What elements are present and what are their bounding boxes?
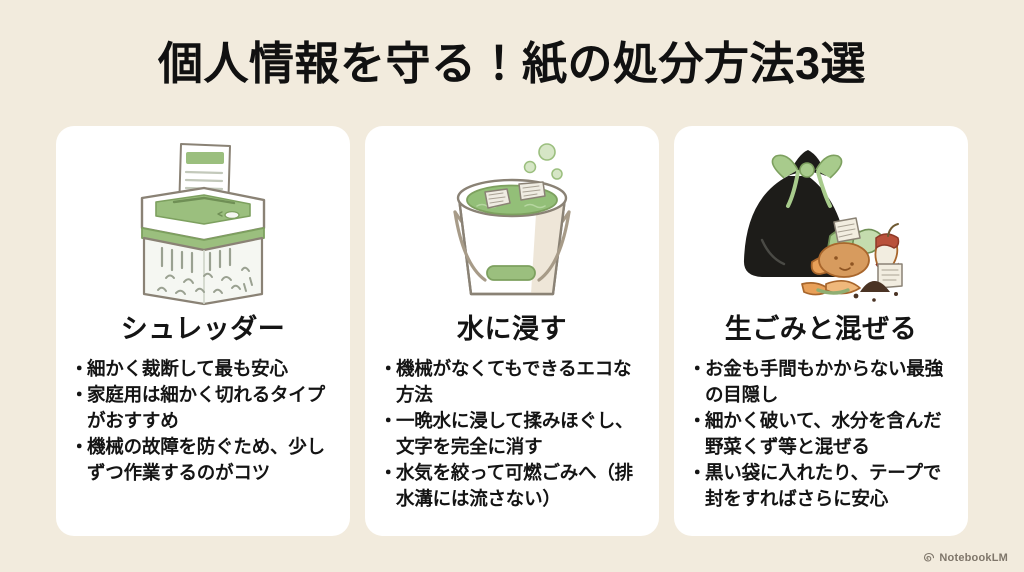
paper-shredder-icon — [140, 143, 266, 306]
list-item: 水気を絞って可燃ごみへ（排水溝には流さない） — [379, 460, 649, 512]
card-illustration-1 — [56, 126, 350, 310]
notebooklm-watermark: NotebookLM — [923, 552, 1008, 564]
list-item: 一晩水に浸して揉みほぐし、文字を完全に消す — [379, 408, 649, 460]
card-heading-3: 生ごみと混ぜる — [724, 314, 918, 344]
watermark-label: NotebookLM — [939, 552, 1008, 564]
card-bullets-3: お金も手間もかからない最強の目隠し 細かく破いて、水分を含んだ野菜くず等と混ぜる… — [674, 356, 968, 512]
list-item: 黒い袋に入れたり、テープで封をすればさらに安心 — [688, 460, 958, 512]
notebooklm-logo-icon — [924, 552, 935, 562]
list-item: 細かく破いて、水分を含んだ野菜くず等と混ぜる — [688, 408, 958, 460]
card-illustration-3 — [674, 126, 968, 310]
method-card-shredder[interactable]: シュレッダー 細かく裁断して最も安心 家庭用は細かく切れるタイプがおすすめ 機械… — [56, 126, 350, 536]
list-item: 家庭用は細かく切れるタイプがおすすめ — [70, 382, 340, 434]
list-item: 細かく裁断して最も安心 — [70, 356, 340, 382]
card-heading-2: 水に浸す — [457, 314, 567, 344]
garbage-bag-food-waste-icon — [743, 150, 903, 302]
method-card-soak-in-water[interactable]: 水に浸す 機械がなくてもできるエコな方法 一晩水に浸して揉みほぐし、文字を完全に… — [365, 126, 659, 536]
card-heading-1: シュレッダー — [120, 314, 286, 344]
card-bullets-2: 機械がなくてもできるエコな方法 一晩水に浸して揉みほぐし、文字を完全に消す 水気… — [365, 356, 659, 512]
card-row: シュレッダー 細かく裁断して最も安心 家庭用は細かく切れるタイプがおすすめ 機械… — [56, 126, 968, 536]
water-bucket-icon — [453, 143, 571, 296]
card-bullets-1: 細かく裁断して最も安心 家庭用は細かく切れるタイプがおすすめ 機械の故障を防ぐた… — [56, 356, 350, 486]
list-item: お金も手間もかからない最強の目隠し — [688, 356, 958, 408]
card-illustration-2 — [365, 126, 659, 310]
list-item: 機械がなくてもできるエコな方法 — [379, 356, 649, 408]
method-card-mix-with-food-waste[interactable]: 生ごみと混ぜる お金も手間もかからない最強の目隠し 細かく破いて、水分を含んだ野… — [674, 126, 968, 536]
list-item: 機械の故障を防ぐため、少しずつ作業するのがコツ — [70, 434, 340, 486]
page-title: 個人情報を守る！紙の処分方法3選 — [157, 38, 867, 89]
